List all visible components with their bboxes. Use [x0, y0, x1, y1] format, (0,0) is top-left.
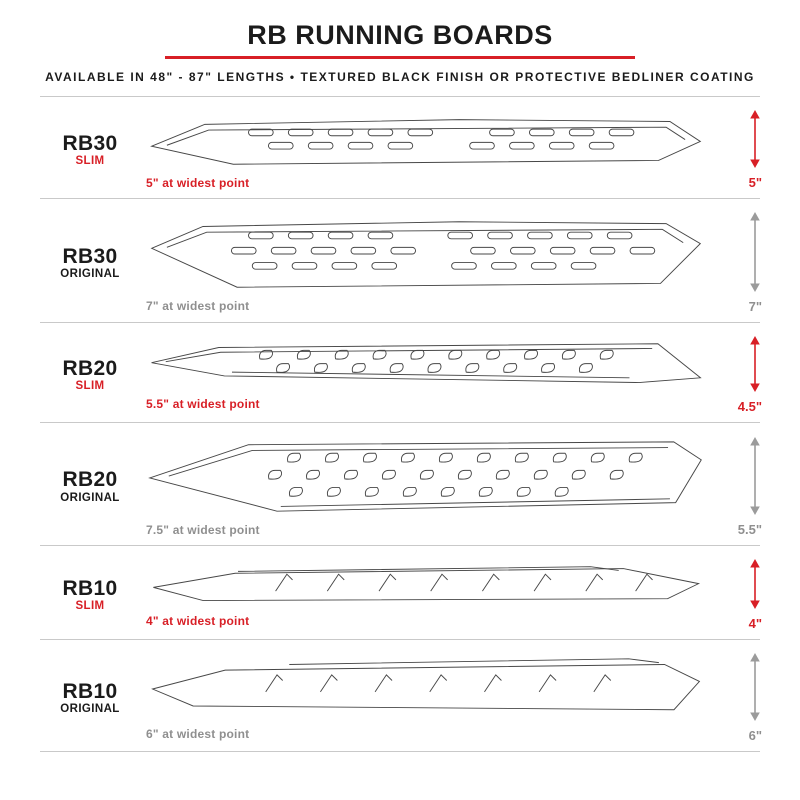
model-name: RB20	[62, 356, 118, 380]
board-row-rb10-slim: RB10 SLIM 4" at widest point 4"	[40, 545, 762, 639]
page-title: RB RUNNING BOARDS	[247, 20, 553, 50]
model-name: RB10	[62, 576, 118, 600]
height-dimension-label: 4"	[748, 616, 762, 631]
model-label: RB10 SLIM	[40, 576, 140, 613]
board-row-rb10-original: RB10 ORIGINAL 6" at widest point 6"	[40, 639, 762, 751]
page-subtitle: AVAILABLE IN 48" - 87" LENGTHS • TEXTURE…	[45, 70, 755, 84]
dimension-indicator: 6"	[706, 653, 764, 743]
height-dimension-label: 5.5"	[737, 521, 762, 537]
rb30-slim-drawing	[146, 110, 706, 171]
height-dimension-label: 6"	[748, 728, 762, 743]
dimension-arrow-icon	[750, 336, 760, 392]
rb10-original-drawing	[146, 656, 706, 722]
dimension-indicator: 4.5"	[706, 336, 764, 414]
rb30-original-drawing	[146, 214, 706, 294]
board-row-rb30-original: RB30 ORIGINAL 7" at widest point 7"	[40, 198, 762, 322]
model-label: RB30 ORIGINAL	[40, 244, 140, 281]
widest-point-label: 5.5" at widest point	[146, 397, 260, 411]
model-name: RB30	[62, 244, 118, 268]
widest-point-label: 7" at widest point	[146, 298, 250, 313]
height-dimension-label: 4.5"	[737, 399, 762, 414]
board-rows: RB30 SLIM 5" at widest point 5" RB30 ORI…	[40, 96, 762, 752]
dimension-indicator: 5"	[706, 110, 764, 190]
widest-point-label: 5" at widest point	[146, 176, 250, 190]
board-art: 7.5" at widest point	[140, 436, 706, 537]
dimension-arrow-icon	[750, 110, 760, 168]
model-name: RB30	[62, 131, 118, 155]
running-boards-infographic: RB RUNNING BOARDS AVAILABLE IN 48" - 87"…	[40, 20, 762, 752]
title-underline	[165, 56, 635, 59]
model-label: RB20 ORIGINAL	[40, 468, 140, 504]
dimension-arrow-icon	[750, 559, 760, 609]
model-name: RB10	[62, 679, 118, 703]
variant-name: SLIM	[75, 380, 105, 393]
model-label: RB30 SLIM	[40, 131, 140, 168]
dimension-indicator: 5.5"	[706, 436, 764, 537]
rb20-slim-drawing	[146, 339, 706, 392]
variant-name: ORIGINAL	[60, 268, 120, 281]
page-header: RB RUNNING BOARDS AVAILABLE IN 48" - 87"…	[40, 20, 760, 84]
widest-point-label: 4" at widest point	[146, 614, 250, 628]
variant-name: SLIM	[75, 600, 105, 613]
board-art: 5.5" at widest point	[140, 339, 706, 411]
rb20-original-drawing	[146, 436, 706, 518]
board-row-rb20-original: RB20 ORIGINAL 7.5" at widest point 5.5"	[40, 422, 762, 545]
dimension-arrow-icon	[750, 212, 760, 292]
board-art: 7" at widest point	[140, 214, 706, 313]
variant-name: ORIGINAL	[60, 703, 120, 716]
model-label: RB20 SLIM	[40, 356, 140, 393]
board-art: 6" at widest point	[140, 656, 706, 741]
model-label: RB10 ORIGINAL	[40, 679, 140, 716]
dimension-arrow-icon	[750, 436, 760, 515]
board-art: 4" at widest point	[140, 562, 706, 628]
board-row-rb20-slim: RB20 SLIM 5.5" at widest point 4.5"	[40, 322, 762, 422]
dimension-indicator: 4"	[706, 559, 764, 631]
model-name: RB20	[62, 468, 118, 492]
widest-point-label: 7.5" at widest point	[146, 523, 260, 537]
variant-name: ORIGINAL	[60, 491, 120, 504]
board-row-rb30-slim: RB30 SLIM 5" at widest point 5"	[40, 96, 762, 198]
height-dimension-label: 5"	[748, 175, 762, 190]
widest-point-label: 6" at widest point	[146, 726, 250, 741]
rb10-slim-drawing	[146, 562, 706, 609]
height-dimension-label: 7"	[748, 299, 762, 314]
board-art: 5" at widest point	[140, 110, 706, 190]
dimension-indicator: 7"	[706, 212, 764, 314]
variant-name: SLIM	[75, 155, 105, 168]
dimension-arrow-icon	[750, 653, 760, 721]
